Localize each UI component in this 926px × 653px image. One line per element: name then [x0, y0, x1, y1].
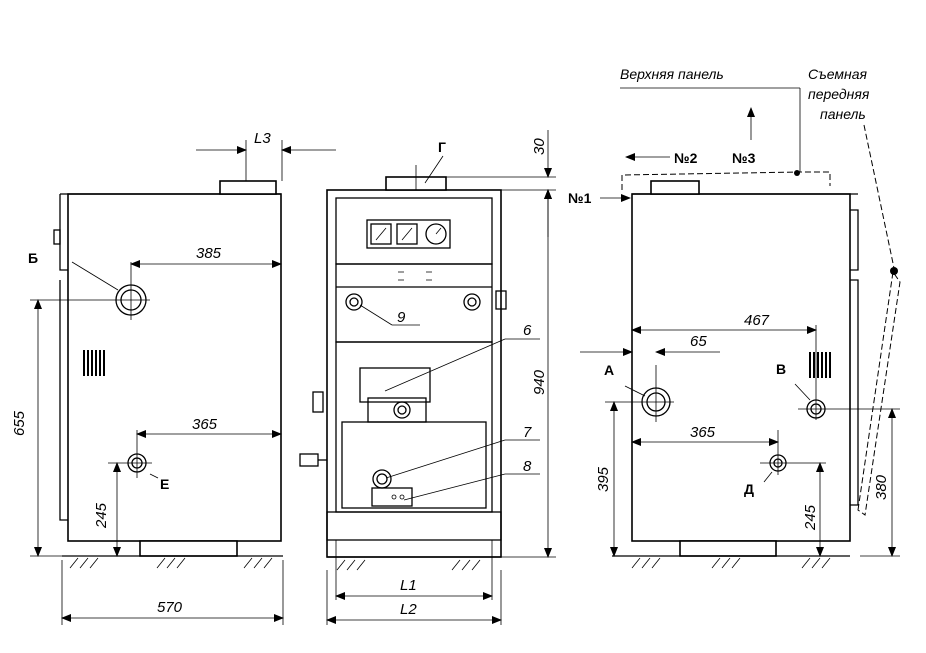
- gas-valve: [359, 367, 431, 403]
- label-no1: №1: [568, 190, 592, 206]
- left-side-panel: [59, 194, 68, 521]
- dim-467: 467: [744, 312, 770, 329]
- label-G: Г: [438, 139, 446, 155]
- callout-8: 8: [523, 458, 532, 475]
- label-no2: №2: [674, 150, 698, 166]
- dim-245-right: 245: [802, 504, 819, 531]
- left-flue-outlet: [219, 180, 277, 195]
- dim-395: 395: [595, 466, 612, 492]
- dim-365-left: 365: [192, 416, 218, 433]
- front-panel-label-1: Съемная: [808, 66, 868, 82]
- dim-245-left: 245: [93, 502, 110, 529]
- right-side-view: А В Д Верхняя панель Съемная передняя па…: [568, 66, 901, 569]
- left-vent-grille: [83, 350, 105, 376]
- dim-940: 940: [531, 369, 548, 395]
- label-A: А: [604, 362, 614, 378]
- dim-L1: L1: [400, 577, 417, 594]
- dim-30: 30: [531, 138, 548, 155]
- left-side-view: Б Е L3 385 365 655 245 570: [11, 130, 336, 625]
- center-boiler-body: [326, 189, 502, 558]
- label-V: В: [776, 361, 786, 377]
- gauge-panel: [366, 219, 451, 249]
- callout-7: 7: [523, 424, 532, 441]
- dim-365-right: 365: [690, 424, 716, 441]
- label-D: Д: [744, 481, 754, 497]
- left-ground-hatch: [69, 557, 273, 569]
- combustion-chamber: [341, 421, 487, 509]
- label-B: Б: [28, 250, 38, 266]
- front-panel-label-2: передняя: [808, 86, 870, 102]
- callout-9: 9: [397, 309, 406, 326]
- dim-570: 570: [157, 599, 183, 616]
- dim-380: 380: [873, 474, 890, 500]
- dim-65: 65: [690, 333, 707, 350]
- label-no3: №3: [732, 150, 756, 166]
- front-panel-outline: [857, 270, 901, 516]
- front-view: 9 6 7 8 Г: [299, 130, 556, 625]
- dim-L3: L3: [254, 130, 271, 147]
- label-E: Е: [160, 476, 169, 492]
- dim-L2: L2: [400, 601, 417, 618]
- dim-655: 655: [11, 410, 28, 436]
- part-9-left: [345, 293, 363, 311]
- gas-inlet: [299, 453, 319, 467]
- dim-385: 385: [196, 245, 222, 262]
- callout-6: 6: [523, 322, 532, 339]
- left-base: [139, 540, 238, 557]
- top-panel-label: Верхняя панель: [620, 66, 724, 82]
- front-panel-label-3: панель: [820, 106, 866, 122]
